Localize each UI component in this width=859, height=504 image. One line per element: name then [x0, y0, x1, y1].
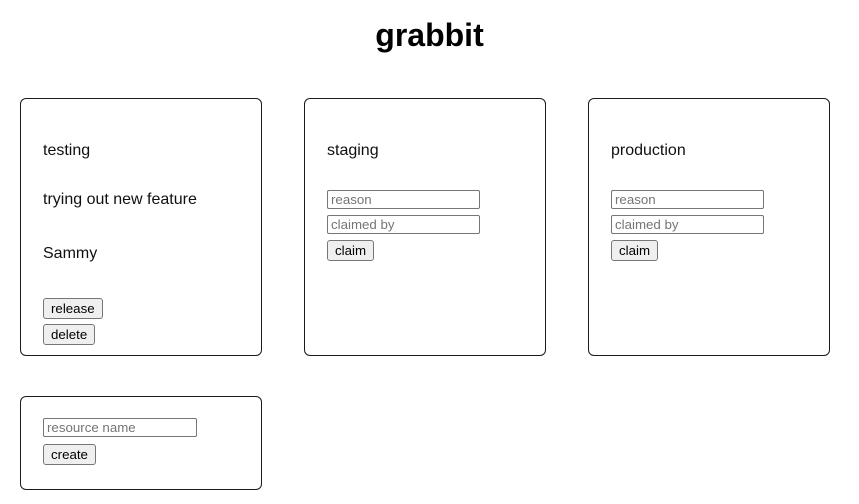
resource-card-body: testing trying out new feature Sammy rel…: [21, 99, 261, 345]
resource-card-testing: testing trying out new feature Sammy rel…: [20, 98, 262, 356]
create-button[interactable]: create: [43, 444, 96, 465]
claim-button[interactable]: claim: [611, 240, 659, 261]
claimed-by-input[interactable]: [327, 215, 480, 234]
resource-card-body: staging claim: [305, 99, 545, 261]
resource-actions: release delete: [43, 298, 239, 345]
resource-name-label: staging: [327, 142, 379, 159]
resource-card-staging: staging claim: [304, 98, 546, 356]
create-resource-card: create: [20, 396, 262, 490]
claimed-by-input[interactable]: [611, 215, 764, 234]
resource-claimed-by-text: Sammy: [43, 245, 98, 262]
resource-reason-text: trying out new feature: [43, 191, 197, 208]
resource-name-input[interactable]: [43, 418, 197, 437]
resource-card-production: production claim: [588, 98, 830, 356]
reason-input[interactable]: [611, 190, 764, 209]
create-resource-row: create: [20, 396, 840, 490]
page-title: grabbit: [375, 17, 484, 53]
resource-card-body: production claim: [589, 99, 829, 261]
resource-card-row: testing trying out new feature Sammy rel…: [20, 98, 840, 356]
resource-name-label: production: [611, 142, 686, 159]
resource-name-label: testing: [43, 142, 91, 159]
release-button[interactable]: release: [43, 298, 103, 319]
claim-button[interactable]: claim: [327, 240, 375, 261]
create-resource-body: create: [21, 397, 261, 465]
delete-button[interactable]: delete: [43, 324, 96, 345]
reason-input[interactable]: [327, 190, 480, 209]
claim-form: claim: [327, 190, 523, 261]
claim-form: claim: [611, 190, 807, 261]
resource-board: testing trying out new feature Sammy rel…: [20, 98, 840, 490]
